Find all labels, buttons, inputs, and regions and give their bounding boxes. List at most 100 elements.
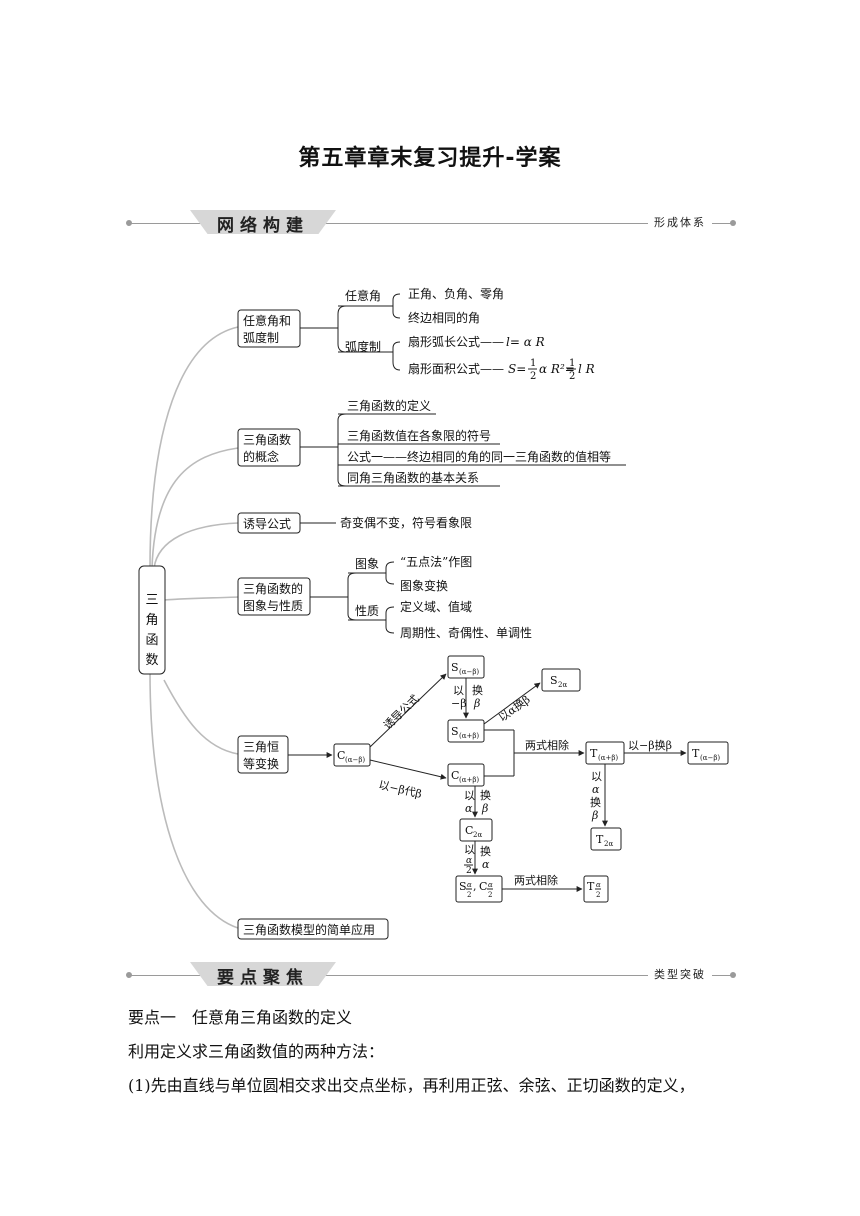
svg-text:S: S bbox=[550, 674, 558, 687]
knowledge-map: 三 角 函 数 任意角和 弧度制 任意角 弧度制 正角、负角、零角 终边相同的角… bbox=[138, 287, 729, 940]
formula: l R bbox=[578, 362, 595, 376]
svg-text:三角函数模型的简单应用: 三角函数模型的简单应用 bbox=[243, 922, 375, 937]
svg-text:α: α bbox=[466, 856, 472, 866]
svg-text:以α换β: 以α换β bbox=[496, 692, 533, 724]
root-char: 三 bbox=[145, 593, 158, 608]
svg-text:α: α bbox=[488, 881, 493, 889]
leaf: 三角函数的定义 bbox=[347, 398, 431, 413]
svg-text:弧度制: 弧度制 bbox=[345, 339, 381, 354]
svg-text:换: 换 bbox=[480, 844, 491, 858]
svg-text:2: 2 bbox=[569, 371, 575, 382]
svg-text:任意角: 任意角 bbox=[345, 288, 381, 303]
svg-text:α: α bbox=[467, 881, 472, 889]
svg-text:2α: 2α bbox=[558, 681, 567, 689]
section-tab bbox=[190, 210, 336, 234]
svg-text:C: C bbox=[479, 880, 487, 893]
svg-text:两式相除: 两式相除 bbox=[514, 873, 558, 887]
svg-text:诱导公式: 诱导公式 bbox=[381, 692, 422, 732]
svg-text:2: 2 bbox=[488, 891, 492, 899]
svg-text:以: 以 bbox=[453, 684, 464, 697]
section-tab bbox=[190, 962, 336, 986]
leaf: “五点法”作图 bbox=[400, 555, 472, 569]
svg-text:T: T bbox=[587, 880, 595, 893]
svg-text:(α+β): (α+β) bbox=[598, 754, 618, 762]
leaf: 定义域、值域 bbox=[400, 599, 472, 614]
branch-application: 三角函数模型的简单应用 bbox=[237, 918, 389, 940]
svg-text:C: C bbox=[465, 824, 473, 837]
svg-text:(α+β): (α+β) bbox=[459, 732, 479, 740]
svg-text:以−β代β: 以−β代β bbox=[377, 778, 423, 801]
svg-text:1: 1 bbox=[530, 358, 536, 369]
divider bbox=[128, 975, 734, 976]
svg-text:α: α bbox=[592, 783, 600, 796]
svg-text:任意角和: 任意角和 bbox=[243, 313, 291, 328]
leaf: 三角函数值在各象限的符号 bbox=[347, 428, 491, 443]
svg-text:性质: 性质 bbox=[355, 604, 379, 618]
svg-text:(α+β): (α+β) bbox=[459, 776, 479, 784]
svg-text:S: S bbox=[451, 725, 459, 738]
svg-text:(α−β): (α−β) bbox=[345, 756, 365, 764]
svg-text:两式相除: 两式相除 bbox=[525, 738, 569, 752]
svg-text:1: 1 bbox=[569, 358, 575, 369]
section-header-key-points: 要点聚焦 类型突破 bbox=[126, 962, 736, 990]
root-char: 数 bbox=[145, 653, 158, 668]
root-char: 函 bbox=[145, 633, 158, 648]
section-title: 网络构建 bbox=[217, 216, 309, 236]
svg-text:2: 2 bbox=[530, 371, 536, 382]
svg-text:图象: 图象 bbox=[355, 557, 379, 571]
divider bbox=[128, 223, 734, 224]
formula: α R²= bbox=[539, 362, 575, 376]
leaf: 正角、负角、零角 bbox=[408, 287, 504, 301]
svg-text:2: 2 bbox=[596, 891, 600, 899]
leaf: 图象变换 bbox=[400, 578, 448, 593]
svg-text:T: T bbox=[596, 833, 604, 846]
svg-text:2: 2 bbox=[467, 891, 471, 899]
section-title: 要点聚焦 bbox=[217, 968, 309, 988]
formula: l= α R bbox=[506, 335, 545, 349]
section-subtitle: 类型突破 bbox=[648, 966, 712, 982]
leaf: 奇变偶不变，符号看象限 bbox=[340, 515, 472, 530]
svg-text:C: C bbox=[337, 749, 345, 762]
branch-induction: 诱导公式 奇变偶不变，符号看象限 bbox=[237, 512, 472, 534]
svg-text:T: T bbox=[692, 747, 700, 760]
svg-text:换: 换 bbox=[590, 795, 601, 809]
svg-text:β: β bbox=[473, 697, 480, 710]
leaf: 同角三角函数的基本关系 bbox=[347, 470, 479, 485]
svg-text:C: C bbox=[451, 769, 459, 782]
svg-text:(α−β): (α−β) bbox=[700, 754, 720, 762]
branch-graph-property: 三角函数的 图象与性质 图象 性质 “五点法”作图 图象变换 定义域、值域 周期… bbox=[237, 555, 532, 640]
svg-text:(α−β): (α−β) bbox=[459, 668, 479, 676]
svg-text:换: 换 bbox=[480, 788, 491, 802]
svg-text:三角恒: 三角恒 bbox=[243, 740, 279, 754]
svg-text:T: T bbox=[590, 747, 598, 760]
divider-dot bbox=[730, 220, 736, 226]
svg-text:2α: 2α bbox=[473, 831, 482, 839]
svg-text:以−β换β: 以−β换β bbox=[628, 738, 672, 752]
leaf: 公式一——终边相同的角的同一三角函数的值相等 bbox=[347, 449, 611, 464]
svg-text:等变换: 等变换 bbox=[243, 756, 279, 771]
svg-text:β: β bbox=[481, 802, 488, 815]
divider-dot bbox=[126, 220, 132, 226]
svg-text:以: 以 bbox=[464, 789, 475, 802]
svg-text:以: 以 bbox=[464, 843, 475, 856]
svg-text:2: 2 bbox=[466, 866, 472, 876]
svg-text:S: S bbox=[451, 661, 459, 674]
branch-angle-radian: 任意角和 弧度制 任意角 弧度制 正角、负角、零角 终边相同的角 扇形弧长公式—… bbox=[237, 287, 595, 382]
divider-dot bbox=[126, 972, 132, 978]
svg-text:S: S bbox=[459, 880, 467, 893]
svg-text:α: α bbox=[465, 802, 473, 815]
formula: S= bbox=[508, 362, 526, 376]
root-char: 角 bbox=[145, 613, 158, 628]
svg-text:α: α bbox=[596, 881, 601, 889]
svg-text:2α: 2α bbox=[604, 840, 613, 848]
branch-concept: 三角函数 的概念 三角函数的定义 三角函数值在各象限的符号 公式一——终边相同的… bbox=[237, 398, 626, 487]
page-title: 第五章章末复习提升-学案 bbox=[298, 146, 562, 171]
svg-text:以: 以 bbox=[591, 770, 602, 783]
leaf: 扇形弧长公式—— bbox=[408, 334, 504, 349]
svg-text:三角函数的: 三角函数的 bbox=[243, 581, 303, 596]
point-heading: 要点一 任意角三角函数的定义 bbox=[128, 1008, 353, 1027]
svg-text:α: α bbox=[482, 858, 490, 871]
svg-text:换: 换 bbox=[472, 683, 483, 697]
section-header-network: 网络构建 形成体系 bbox=[126, 210, 736, 238]
svg-text:β: β bbox=[591, 809, 598, 822]
